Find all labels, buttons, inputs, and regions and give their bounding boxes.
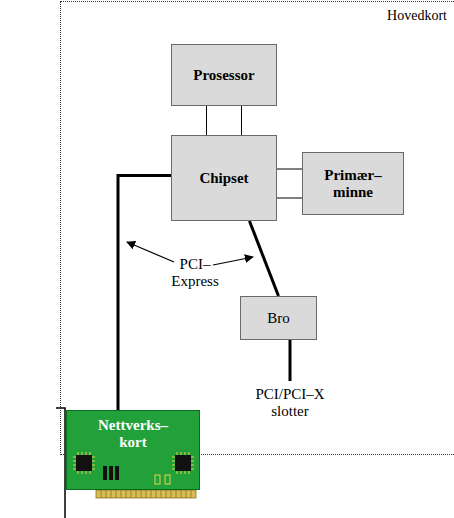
chip [73, 452, 95, 474]
box-label: Nettverks– kort [91, 417, 175, 451]
bus-connector [277, 183, 302, 184]
leader-arrow [213, 257, 253, 265]
bus-line [249, 221, 278, 296]
box-label: Bro [267, 310, 290, 327]
component-bar [109, 466, 113, 480]
network-card: Nettverks– kort [66, 410, 200, 490]
box-label: Prosessor [193, 67, 254, 84]
component-bar [115, 466, 119, 480]
bus-outline [277, 169, 302, 199]
edge-connector [96, 490, 196, 498]
slot-bus-line [289, 340, 292, 381]
slot-label: PCI/PCI–X slotter [248, 386, 332, 420]
chipset-box: Chipset [171, 135, 277, 221]
bus-line [118, 175, 171, 410]
bus-connector [249, 221, 278, 296]
region-title: Hovedkort [387, 7, 447, 24]
box-label: Chipset [199, 170, 248, 187]
bus-inner [207, 106, 241, 135]
component-bar [103, 466, 107, 480]
processor-box: Prosessor [171, 44, 277, 106]
memory-box: Primær– minne [302, 152, 404, 215]
bus-connector [224, 106, 225, 135]
bus-connector [118, 175, 171, 410]
led [165, 475, 170, 484]
bridge-box: Bro [240, 296, 317, 340]
chip [172, 452, 194, 474]
led [155, 475, 160, 484]
leader-arrow [127, 242, 174, 262]
bus-outline [206, 106, 242, 135]
box-label: Primær– minne [317, 167, 389, 201]
bus-inner [277, 170, 302, 198]
bus-label: PCI– Express [167, 256, 223, 290]
